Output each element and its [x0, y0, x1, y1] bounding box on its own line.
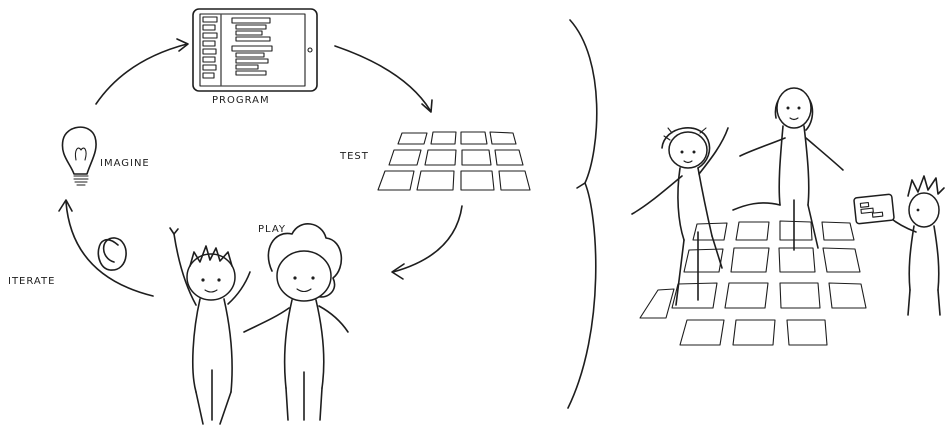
loop-icon: [98, 238, 126, 270]
play-label: PLAY: [258, 224, 286, 235]
floor-grid-right: [640, 221, 866, 345]
arrow-imagine-to-program: [96, 39, 188, 104]
tablet-icon: [193, 9, 317, 91]
kid-figure-jumping: [632, 128, 728, 305]
arrow-test-to-play: [392, 206, 462, 279]
program-label: PROGRAM: [212, 95, 270, 106]
lightbulb-icon: [62, 127, 96, 185]
kid-figure-right: [244, 224, 348, 420]
kid-figure-with-tablet: [854, 176, 944, 315]
iterate-label: ITERATE: [8, 276, 55, 287]
imagine-label: IMAGINE: [100, 158, 150, 169]
curly-brace-icon: [568, 20, 597, 408]
floor-grid-icon: [378, 132, 530, 190]
test-label: TEST: [340, 151, 369, 162]
arrow-program-to-test: [335, 46, 432, 112]
arrow-iterate-to-imagine: [59, 200, 153, 296]
kid-figure-standing: [733, 88, 843, 250]
kid-figure-left: [170, 228, 250, 424]
